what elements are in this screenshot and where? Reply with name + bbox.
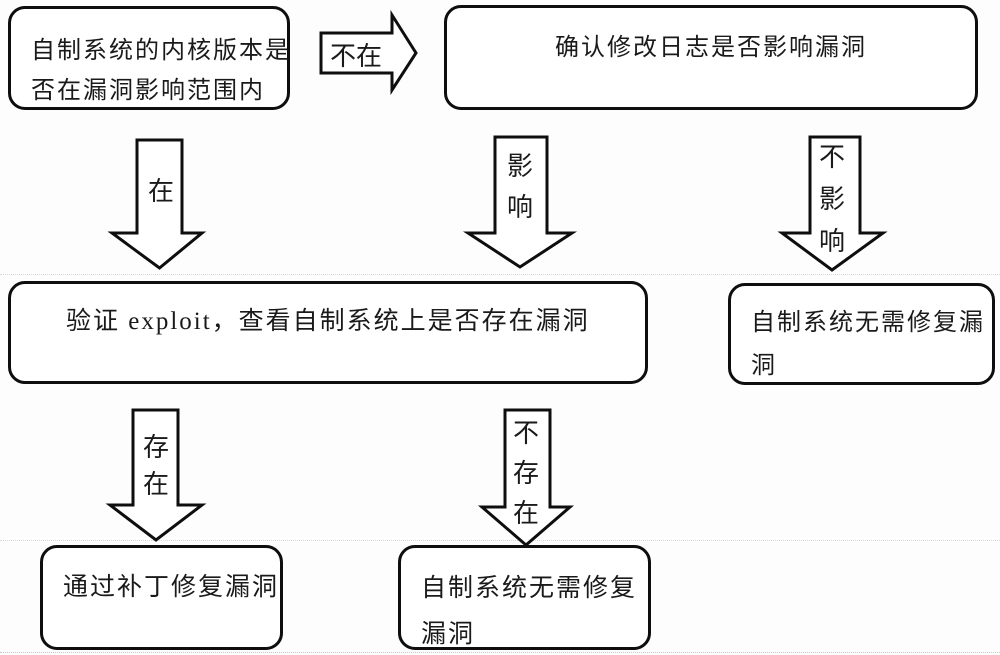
node-text-line: 通过补丁修复漏洞	[63, 574, 280, 601]
arrow-down-not-affects-icon	[777, 135, 888, 272]
arrow-down-exists-icon	[105, 408, 207, 542]
edge-label-not-exists: 不存在	[512, 419, 539, 528]
node-no-fix-needed-right: 自制系统无需修复漏 洞	[728, 283, 995, 385]
edge-label-not-affects: 不影响	[818, 143, 845, 256]
arrow-down-in-icon	[107, 138, 207, 270]
arrow-down-affects-icon	[462, 135, 578, 269]
edge-label-affects: 影响	[506, 152, 533, 222]
arrow-down-not-exists-icon	[477, 408, 575, 547]
node-changelog-check: 确认修改日志是否影响漏洞	[444, 5, 978, 110]
edge-label-not-in: 不在	[329, 42, 382, 71]
edge-label-in: 在	[147, 177, 174, 206]
node-text-line: 自制系统的内核版本是	[31, 38, 291, 64]
node-text-line: 验证 exploit，查看自制系统上是否存在漏洞	[66, 308, 590, 335]
scan-artifact-line	[0, 540, 1000, 541]
node-text-line: 确认修改日志是否影响漏洞	[555, 35, 867, 61]
scan-artifact-line	[0, 274, 1000, 275]
node-verify-exploit: 验证 exploit，查看自制系统上是否存在漏洞	[8, 281, 648, 384]
node-text-line: 洞	[751, 353, 777, 379]
node-kernel-version-check: 自制系统的内核版本是 否在漏洞影响范围内	[8, 6, 290, 110]
edge-label-exists: 存在	[142, 433, 169, 499]
scan-artifact-line	[0, 652, 1000, 653]
node-text-line: 漏洞	[421, 621, 476, 648]
node-text-line: 自制系统无需修复	[421, 575, 638, 602]
arrow-right-not-in-icon	[319, 9, 418, 96]
node-text-line: 否在漏洞影响范围内	[31, 78, 265, 104]
node-no-fix-needed-bottom: 自制系统无需修复 漏洞	[398, 545, 651, 650]
node-text-line: 自制系统无需修复漏	[751, 310, 985, 336]
node-patch-fix: 通过补丁修复漏洞	[40, 545, 283, 650]
